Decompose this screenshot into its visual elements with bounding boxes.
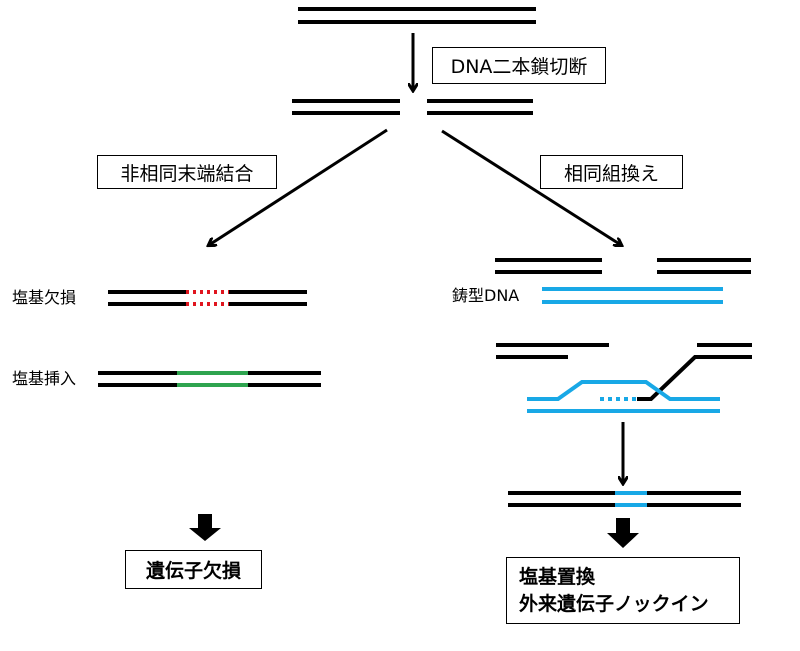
deletion-label: 塩基欠損 <box>12 288 77 307</box>
hr-result-line1: 塩基置換 <box>519 565 596 588</box>
nhej-label: 非相同末端結合 <box>120 162 254 185</box>
hr-broken-ends <box>495 258 751 274</box>
template-label: 鋳型DNA <box>452 286 520 305</box>
dsb-label: DNA二本鎖切断 <box>450 56 588 78</box>
broken-dna <box>292 99 533 115</box>
strand-invasion <box>496 343 752 413</box>
intact-dna <box>298 7 536 24</box>
insertion-label: 塩基挿入 <box>12 369 77 388</box>
block-arrow-left <box>189 514 221 541</box>
template-dna <box>542 287 723 304</box>
deletion-dna <box>108 290 307 306</box>
hr-result-line2: 外来遺伝子ノックイン <box>519 592 709 615</box>
hr-result-box: 塩基置換 外来遺伝子ノックイン <box>506 557 740 624</box>
dsb-label-box: DNA二本鎖切断 <box>432 47 606 84</box>
nhej-result: 遺伝子欠損 <box>145 560 241 582</box>
block-arrow-right <box>607 518 639 548</box>
hr-label: 相同組換え <box>563 162 659 185</box>
insertion-dna <box>98 371 321 387</box>
nhej-result-box: 遺伝子欠損 <box>125 550 262 589</box>
hr-label-box: 相同組換え <box>540 155 683 189</box>
repaired-dna <box>508 491 741 507</box>
arrow-to-hr <box>441 129 621 245</box>
arrow-to-nhej <box>209 128 388 245</box>
nhej-label-box: 非相同末端結合 <box>97 155 277 189</box>
